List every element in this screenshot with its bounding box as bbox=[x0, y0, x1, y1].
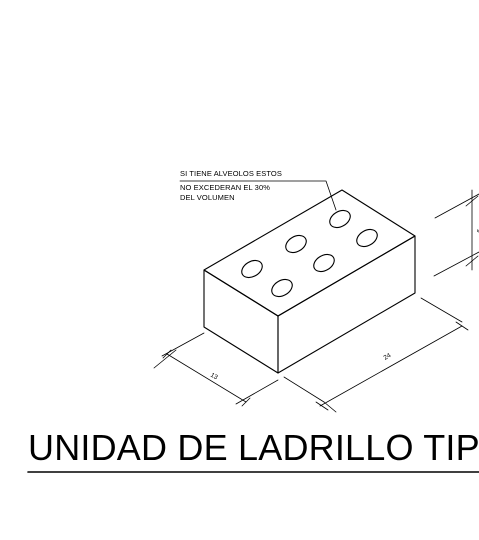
hole bbox=[271, 278, 293, 298]
note-line-1: SI TIENE ALVEOLOS ESTOS bbox=[180, 169, 282, 178]
brick-front-face bbox=[203, 269, 279, 374]
dimension-width-label: 13 bbox=[209, 372, 219, 382]
hole bbox=[313, 253, 335, 273]
dimension-length-label: 24 bbox=[383, 352, 393, 362]
brick-side-face bbox=[277, 235, 416, 374]
dimension-length bbox=[283, 297, 469, 413]
hole bbox=[285, 234, 307, 254]
hole bbox=[329, 209, 351, 229]
dimension-height bbox=[433, 189, 479, 277]
holes bbox=[241, 209, 378, 298]
note-line-2: NO EXCEDERAN EL 30% bbox=[180, 183, 270, 192]
dimension-height-label: 9 bbox=[475, 229, 479, 233]
hole bbox=[241, 259, 263, 279]
note-line-3: DEL VOLUMEN bbox=[180, 193, 235, 202]
dimension-width bbox=[153, 332, 279, 407]
drawing-title: UNIDAD DE LADRILLO TIP bbox=[28, 427, 479, 468]
hole bbox=[356, 228, 378, 248]
note-leader bbox=[179, 180, 337, 211]
